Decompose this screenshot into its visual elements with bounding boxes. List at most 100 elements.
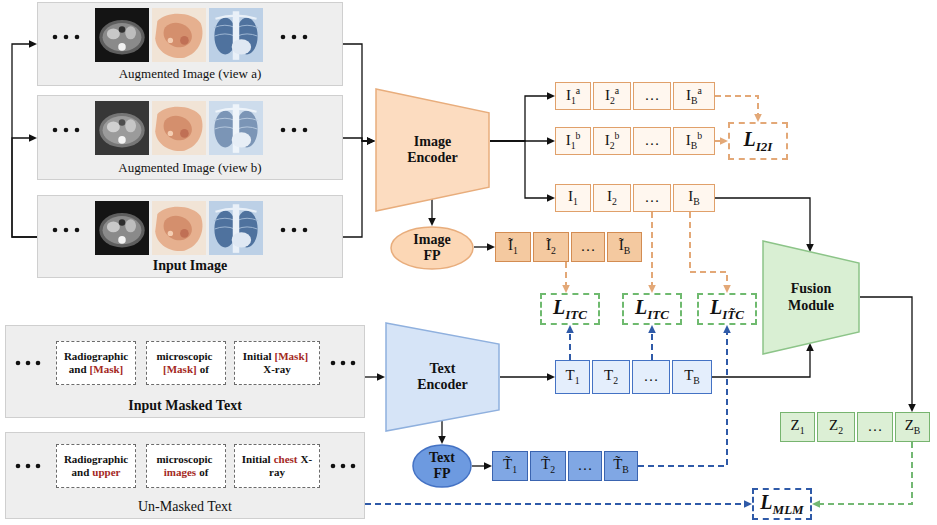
dot bbox=[341, 464, 346, 469]
subscript-text: I2I bbox=[756, 139, 773, 154]
arrowhead bbox=[547, 373, 555, 381]
loss-box: LITC bbox=[540, 293, 600, 325]
arrowhead bbox=[723, 325, 731, 333]
text-group: Un-Masked Text bbox=[138, 499, 232, 515]
panel-ground bbox=[37, 195, 343, 278]
arrowhead bbox=[648, 285, 656, 293]
label-text: … bbox=[645, 87, 660, 103]
dot bbox=[303, 228, 308, 233]
label-text: T̃ bbox=[541, 456, 550, 472]
text-group: T̃1 bbox=[503, 456, 517, 475]
connector-line bbox=[651, 212, 653, 287]
feature-cell: … bbox=[632, 360, 670, 394]
label-text: Z bbox=[829, 417, 838, 433]
label-text: T bbox=[684, 367, 693, 383]
dot bbox=[303, 35, 308, 40]
label-text: Fusion Module bbox=[788, 281, 834, 312]
subscript-text: 2 bbox=[610, 95, 615, 106]
subscript-text: B bbox=[914, 425, 921, 436]
feature-cell: IBa bbox=[673, 82, 715, 110]
text-group: Ĩ2 bbox=[546, 237, 556, 256]
text-group: … bbox=[645, 87, 660, 104]
text-group: Augmented Image (view a) bbox=[119, 67, 262, 82]
dot bbox=[331, 464, 336, 469]
xray-image bbox=[209, 8, 263, 62]
label-text: Input Masked Text bbox=[128, 398, 242, 413]
feature-cell: T̃1 bbox=[492, 451, 528, 481]
dot bbox=[341, 361, 346, 366]
feature-cell: … bbox=[633, 184, 671, 212]
feature-cell: … bbox=[633, 82, 671, 110]
text-group: I1a bbox=[566, 85, 580, 106]
tissue-image bbox=[152, 101, 206, 155]
connector bbox=[12, 134, 37, 237]
feature-cell: T̃2 bbox=[530, 451, 566, 481]
feature-cell: T1 bbox=[555, 360, 590, 394]
connector bbox=[715, 96, 762, 122]
encoder-block: Text Encoder bbox=[385, 322, 500, 432]
label-text: Image Encoder bbox=[407, 134, 458, 165]
label-text: Augmented Image (view b) bbox=[118, 160, 261, 175]
connector bbox=[343, 137, 375, 145]
text-group: … bbox=[645, 132, 660, 149]
connector-line bbox=[490, 96, 549, 141]
connector bbox=[648, 325, 656, 360]
label-text: Ĩ bbox=[508, 237, 513, 253]
connector bbox=[438, 420, 446, 444]
dot bbox=[281, 35, 286, 40]
label-text: L bbox=[760, 491, 772, 513]
text-group: Augmented Image (view b) bbox=[118, 161, 261, 176]
connector-line bbox=[500, 376, 549, 377]
label-text: I bbox=[686, 132, 691, 148]
text-group: IBb bbox=[686, 130, 702, 151]
arrowhead bbox=[744, 500, 752, 508]
ellipse-shape bbox=[391, 227, 473, 269]
arrowhead bbox=[29, 134, 37, 142]
connector-line bbox=[472, 465, 486, 466]
feature-cell: … bbox=[568, 451, 602, 481]
text-group: ĨB bbox=[619, 237, 631, 256]
arrowhead bbox=[812, 500, 820, 508]
dot bbox=[351, 361, 356, 366]
connector bbox=[500, 373, 555, 381]
subscript-text: 1 bbox=[571, 140, 576, 151]
xray-image bbox=[209, 201, 263, 255]
arrowhead bbox=[484, 462, 492, 470]
subscript-text: 2 bbox=[838, 425, 843, 436]
label-text: I bbox=[686, 87, 691, 103]
subscript-text: 1 bbox=[571, 95, 576, 106]
dot bbox=[75, 35, 80, 40]
dot bbox=[36, 361, 41, 366]
text-group: TB bbox=[684, 367, 700, 386]
text-panel: Un-Masked TextRadiographic anduppermicro… bbox=[5, 432, 365, 519]
text-group: I1b bbox=[566, 130, 581, 151]
feature-cell: ZB bbox=[895, 412, 930, 442]
subscript-text: 2 bbox=[550, 464, 555, 475]
label-text: L bbox=[744, 128, 756, 150]
connector bbox=[566, 325, 574, 360]
connector bbox=[343, 137, 375, 237]
image-panel: Augmented Image (view b) bbox=[37, 95, 343, 180]
subscript-text: 1 bbox=[512, 464, 517, 475]
feature-cell: ĨB bbox=[607, 232, 642, 262]
text-token-box: Initial[Mask]X-ray bbox=[234, 341, 320, 385]
text-group: … bbox=[644, 368, 659, 385]
loss-box: LITC bbox=[622, 293, 682, 325]
arrowhead bbox=[377, 373, 385, 381]
feature-cell: … bbox=[633, 127, 671, 155]
connector-line bbox=[818, 442, 912, 504]
subscript-text: 2 bbox=[612, 196, 617, 207]
connector bbox=[12, 40, 37, 237]
connector-line bbox=[490, 141, 549, 198]
text-group: Image Encoder bbox=[397, 134, 469, 166]
feature-cell: T2 bbox=[592, 360, 630, 394]
label-text: Ĩ bbox=[546, 237, 551, 253]
arrowhead bbox=[428, 218, 436, 226]
dot bbox=[351, 464, 356, 469]
text-group: I2b bbox=[605, 130, 620, 151]
arrowhead bbox=[367, 137, 375, 145]
panel-ground bbox=[37, 2, 343, 86]
dot bbox=[292, 128, 297, 133]
loss-box: LIT̃C bbox=[697, 293, 757, 325]
